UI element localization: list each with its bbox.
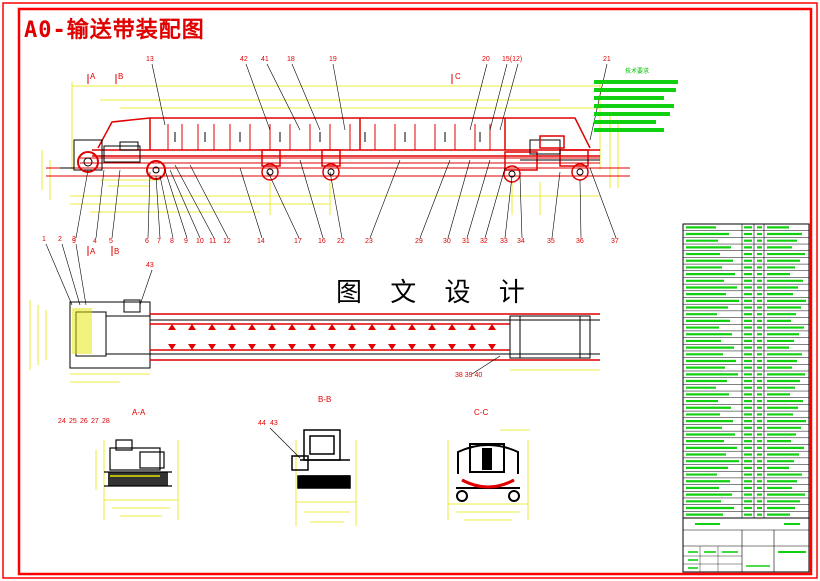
callout-label: 9 <box>72 238 76 245</box>
watermark-text: 图 文 设 计 <box>336 278 535 308</box>
section-mark-b-top: B <box>118 72 124 81</box>
callout-label: 9 <box>184 238 188 245</box>
callout-label: 42 <box>240 56 248 63</box>
section-b-b-label: B-B <box>318 395 332 404</box>
callout-label: 11 <box>209 238 217 245</box>
section-b-b-view <box>269 427 357 526</box>
parts-list-table <box>682 223 810 519</box>
callout-label: 14 <box>257 238 265 245</box>
callout-label: 21 <box>603 56 611 63</box>
callout-label: 10 <box>196 238 204 245</box>
technical-notes: 技术要求 <box>594 66 680 144</box>
section-mark-c-top: C <box>455 72 461 81</box>
callout-label: 36 <box>576 238 584 245</box>
idler-markers <box>168 324 496 350</box>
elevation-view <box>41 63 630 256</box>
callout-label: 26 <box>80 418 88 425</box>
title-block <box>682 517 810 573</box>
callout-label: 15(12) <box>502 56 523 63</box>
callout-label: 13 <box>146 56 154 63</box>
callout-label: 25 <box>69 418 77 425</box>
callout-label: 33 <box>500 238 508 245</box>
callout-label: 12 <box>223 238 231 245</box>
callout-label: 20 <box>482 56 490 63</box>
callout-label: 43 <box>270 420 278 427</box>
callout-label: 30 <box>443 238 451 245</box>
callout-label: 37 <box>611 238 619 245</box>
callout-label: 3 <box>72 236 76 243</box>
section-c-c-view <box>447 429 530 521</box>
callout-label: 16 <box>318 238 326 245</box>
section-c-c-label: C-C <box>474 408 489 417</box>
callout-label: 1 <box>42 236 46 243</box>
technical-notes-title: 技术要求 <box>624 68 649 75</box>
callout-label: 31 <box>462 238 470 245</box>
section-mark-b-bottom: B <box>114 247 120 256</box>
callout-label: 19 <box>329 56 337 63</box>
callout-label: 22 <box>337 238 345 245</box>
callout-label: 4 <box>93 238 97 245</box>
callout-label: 35 <box>547 238 555 245</box>
callout-label: 34 <box>517 238 525 245</box>
callout-label: 32 <box>480 238 488 245</box>
callout-label: 27 <box>91 418 99 425</box>
section-a-a-view <box>95 439 179 520</box>
plan-view <box>29 243 600 383</box>
callout-label: 6 <box>145 238 149 245</box>
callout-label: 8 <box>170 238 174 245</box>
callout-label: 7 <box>157 238 161 245</box>
callout-label: 23 <box>365 238 373 245</box>
section-mark-a-bottom: A <box>90 247 96 256</box>
callout-label: 29 <box>415 238 423 245</box>
callout-label: 24 <box>58 418 66 425</box>
section-a-a-label: A-A <box>132 408 146 417</box>
callout-label: 41 <box>261 56 269 63</box>
callout-label: 44 <box>258 420 266 427</box>
drawing-title: A0-输送带装配图 <box>24 18 205 43</box>
callout-label: 18 <box>287 56 295 63</box>
callout-label: 2 <box>58 236 62 243</box>
section-mark-a-top: A <box>90 72 96 81</box>
callout-label: 28 <box>102 418 110 425</box>
inner-border <box>17 7 813 576</box>
callout-label: 38 39 40 <box>455 372 483 379</box>
callout-label: 5 <box>109 238 113 245</box>
callout-label: 43 <box>146 262 154 269</box>
callout-label: 17 <box>294 238 302 245</box>
